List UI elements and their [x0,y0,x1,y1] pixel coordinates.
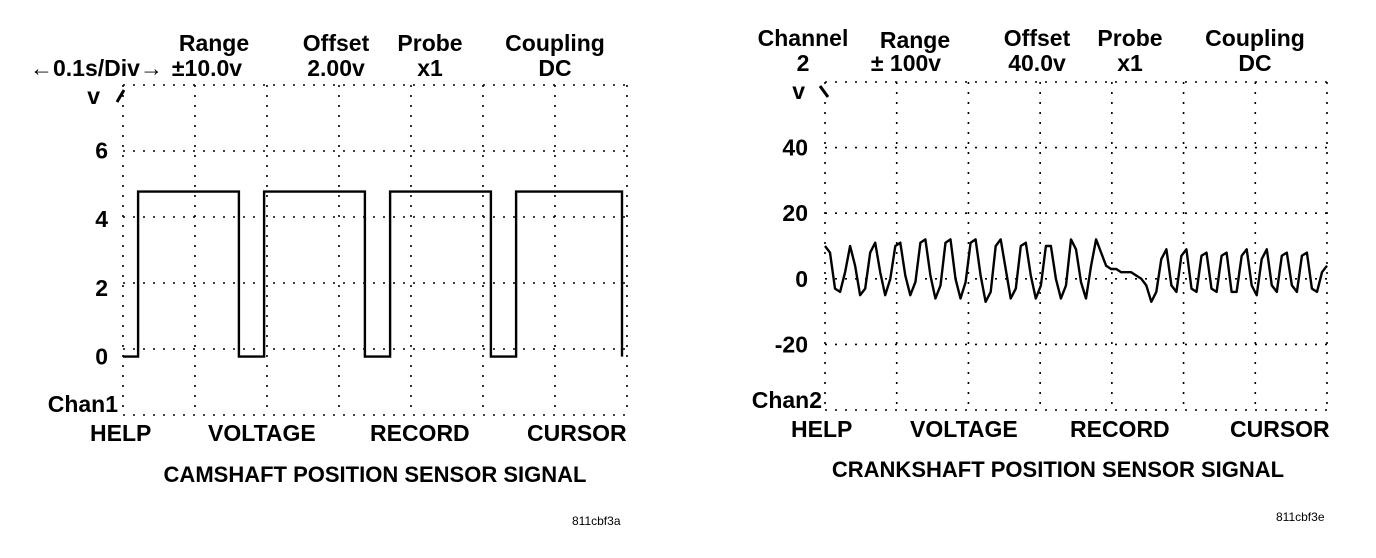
scope-panel-camshaft: Range Offset Probe Coupling ←0.1s/Div→ ±… [30,30,628,528]
offset-value: 2.00v [307,55,365,81]
softkey-voltage[interactable]: VOLTAGE [910,416,1018,442]
y-axis-unit-marker [115,89,126,103]
plot-grid [122,84,628,416]
offset-title: Offset [302,30,370,56]
crankshaft-signal-plot: -20 0 20 40 v [775,78,1328,411]
channel-value: 2 [796,50,810,76]
plot-grid [824,81,1328,411]
y-axis-label: v [792,78,805,104]
offset-title: Offset [1003,25,1071,51]
y-tick-label: 20 [782,200,808,226]
scope-panel-crankshaft: Channel Range Offset Probe Coupling 2 ± … [688,0,1376,558]
probe-value: x1 [1117,50,1143,76]
y-axis-unit-marker [818,85,830,98]
probe-title: Probe [1097,25,1163,51]
camshaft-signal-plot: 0 2 4 6 v [87,83,628,416]
range-title: Range [879,27,951,53]
coupling-value: DC [538,55,572,81]
offset-value: 40.0v [1008,50,1066,76]
y-axis-label: v [87,83,100,109]
signal-trace [824,238,1328,303]
channel-label: Chan1 [47,391,118,417]
figure-id: 811cbf3a [572,514,621,528]
softkey-voltage[interactable]: VOLTAGE [208,420,316,446]
figure-caption: CRANKSHAFT POSITION SENSOR SIGNAL [831,457,1285,482]
softkey-record[interactable]: RECORD [1070,416,1170,442]
y-tick-label: 6 [95,137,108,163]
y-tick-label: 0 [95,344,108,370]
channel-title: Channel [757,25,849,51]
softkey-cursor[interactable]: CURSOR [527,420,627,446]
y-tick-label: 40 [782,135,808,161]
range-value: ± 100v [870,50,942,76]
coupling-title: Coupling [1205,25,1305,51]
signal-trace [123,190,624,358]
coupling-value: DC [1238,50,1272,76]
figure-caption: CAMSHAFT POSITION SENSOR SIGNAL [163,462,587,487]
probe-value: x1 [417,55,443,81]
y-tick-label: 0 [795,266,808,292]
softkey-record[interactable]: RECORD [370,420,470,446]
range-title: Range [178,30,250,56]
channel-label: Chan2 [751,387,822,413]
timebase-label: ←0.1s/Div→ [30,55,163,81]
figure-id: 811cbf3e [1276,510,1325,524]
y-tick-label: -20 [775,331,808,357]
coupling-title: Coupling [505,30,605,56]
y-tick-label: 4 [95,206,108,232]
y-tick-label: 2 [95,275,108,301]
probe-title: Probe [397,30,463,56]
softkey-help[interactable]: HELP [90,420,152,446]
softkey-cursor[interactable]: CURSOR [1230,416,1330,442]
softkey-help[interactable]: HELP [791,416,853,442]
range-value: ±10.0v [171,55,243,81]
